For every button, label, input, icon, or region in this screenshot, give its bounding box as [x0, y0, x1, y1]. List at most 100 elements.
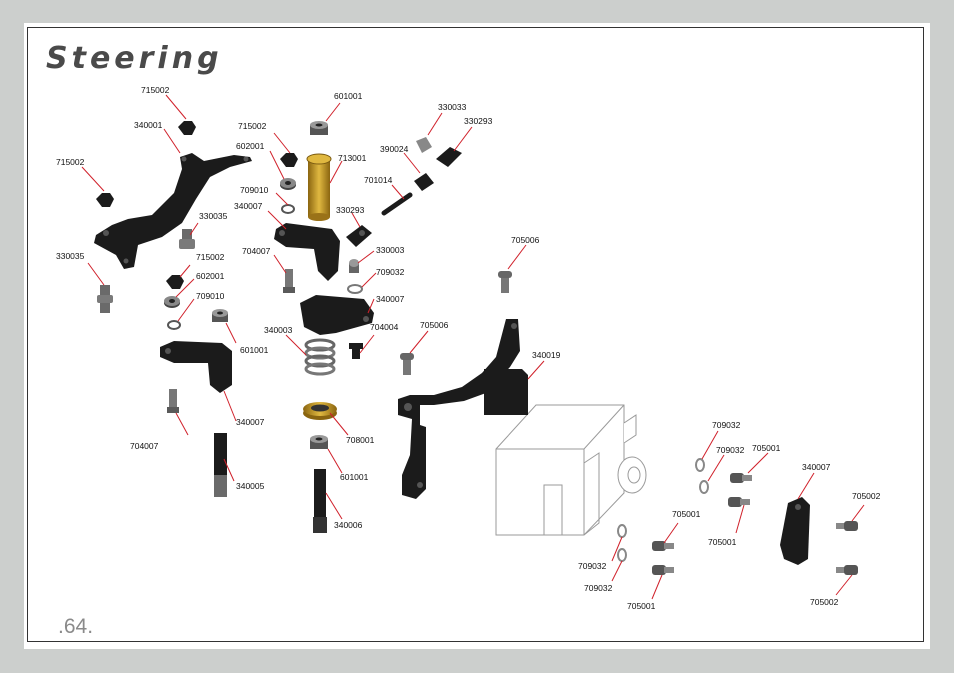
label-602001: 602001 — [236, 141, 265, 151]
label-340007: 340007 — [376, 294, 405, 304]
bearing-601001-b — [310, 121, 328, 135]
ball-end-390024 — [414, 173, 434, 191]
label-705006: 705006 — [420, 320, 449, 330]
label-340007: 340007 — [236, 417, 265, 427]
label-715002: 715002 — [238, 121, 267, 131]
ball-330293-a — [346, 225, 372, 247]
screw-330035-a — [179, 229, 195, 249]
bearing-602001-b — [280, 178, 296, 190]
link-330033 — [416, 137, 432, 153]
label-705002: 705002 — [810, 597, 839, 607]
bearing-601001-a — [212, 309, 228, 322]
screw-705002-a — [836, 521, 858, 531]
label-709010: 709010 — [240, 185, 269, 195]
screw-704007-a — [167, 389, 179, 413]
screw-705006-b — [400, 353, 414, 375]
label-340006: 340006 — [334, 520, 363, 530]
washer-709010-b — [281, 204, 295, 214]
post-340006 — [313, 469, 327, 533]
label-704007: 704007 — [130, 441, 159, 451]
servo — [495, 404, 647, 536]
label-705002: 705002 — [852, 491, 881, 501]
washer-709010-a — [167, 320, 181, 330]
label-713001: 713001 — [338, 153, 367, 163]
label-340007: 340007 — [234, 201, 263, 211]
label-330035: 330035 — [56, 251, 85, 261]
tube-713001 — [306, 153, 332, 221]
manual-page: Steering .64. — [24, 23, 930, 649]
label-705001: 705001 — [627, 601, 656, 611]
leader-lines — [81, 94, 865, 600]
spring-340003 — [304, 338, 336, 376]
label-705006: 705006 — [511, 235, 540, 245]
servo-horn-340007 — [780, 497, 810, 565]
washer-709032-d — [617, 524, 627, 538]
bellcrank-340007-c — [300, 295, 374, 335]
screw-704007-b — [283, 269, 295, 293]
washer-709032-a — [347, 284, 363, 294]
bellcrank-arm-340001 — [94, 153, 252, 269]
label-704004: 704004 — [370, 322, 399, 332]
label-340001: 340001 — [134, 120, 163, 130]
page-title: Steering — [46, 41, 223, 76]
label-340003: 340003 — [264, 325, 293, 335]
label-715002: 715002 — [141, 85, 170, 95]
exploded-steering-diagram: 715002 340001 715002 330035 330035 71500… — [56, 85, 881, 611]
label-705001: 705001 — [708, 537, 737, 547]
label-709032: 709032 — [712, 420, 741, 430]
screw-705001-a — [730, 473, 752, 483]
part-labels: 715002 340001 715002 330035 330035 71500… — [56, 85, 881, 611]
label-715002: 715002 — [56, 157, 85, 167]
page-frame — [27, 27, 924, 642]
bearing-602001-a — [164, 296, 180, 308]
label-705001: 705001 — [672, 509, 701, 519]
ball-end-330293-b — [436, 147, 462, 167]
label-601001: 601001 — [240, 345, 269, 355]
rod-701014 — [381, 192, 413, 216]
label-709032: 709032 — [376, 267, 405, 277]
label-330033: 330033 — [438, 102, 467, 112]
label-340019: 340019 — [532, 350, 561, 360]
collar-708001 — [303, 402, 337, 420]
label-715002: 715002 — [196, 252, 225, 262]
servo-mount-340019 — [398, 319, 528, 499]
label-708001: 708001 — [346, 435, 375, 445]
screw-330035-b — [97, 285, 113, 313]
screw-705006-a — [498, 271, 512, 293]
label-705001: 705001 — [752, 443, 781, 453]
label-601001: 601001 — [340, 472, 369, 482]
label-340005: 340005 — [236, 481, 265, 491]
nut-715002-b — [96, 193, 114, 207]
label-340007: 340007 — [802, 462, 831, 472]
post-340005 — [214, 433, 227, 497]
screw-705002-b — [836, 565, 858, 575]
label-601001: 601001 — [334, 91, 363, 101]
label-602001: 602001 — [196, 271, 225, 281]
label-709010: 709010 — [196, 291, 225, 301]
bearing-601001-c — [310, 435, 328, 449]
screw-705001-d — [652, 565, 674, 575]
label-330293: 330293 — [464, 116, 493, 126]
washer-709032-c — [699, 480, 709, 494]
label-390024: 390024 — [380, 144, 409, 154]
label-330293: 330293 — [336, 205, 365, 215]
bellcrank-340007-a — [160, 341, 232, 393]
screw-705001-c — [652, 541, 674, 551]
label-709032: 709032 — [584, 583, 613, 593]
screw-705001-b — [728, 497, 750, 507]
label-709032: 709032 — [578, 561, 607, 571]
label-330003: 330003 — [376, 245, 405, 255]
screw-704004 — [349, 343, 363, 359]
nut-715002-d — [280, 153, 298, 167]
washer-709032-b — [695, 458, 705, 472]
label-701014: 701014 — [364, 175, 393, 185]
washer-709032-e — [617, 548, 627, 562]
nut-715002-a — [178, 121, 196, 135]
nut-715002-c — [166, 275, 184, 289]
bellcrank-340007-b — [274, 223, 340, 281]
label-330035: 330035 — [199, 211, 228, 221]
ball-330003 — [349, 259, 359, 273]
page-number: .64. — [58, 615, 94, 638]
label-704007: 704007 — [242, 246, 271, 256]
label-709032: 709032 — [716, 445, 745, 455]
